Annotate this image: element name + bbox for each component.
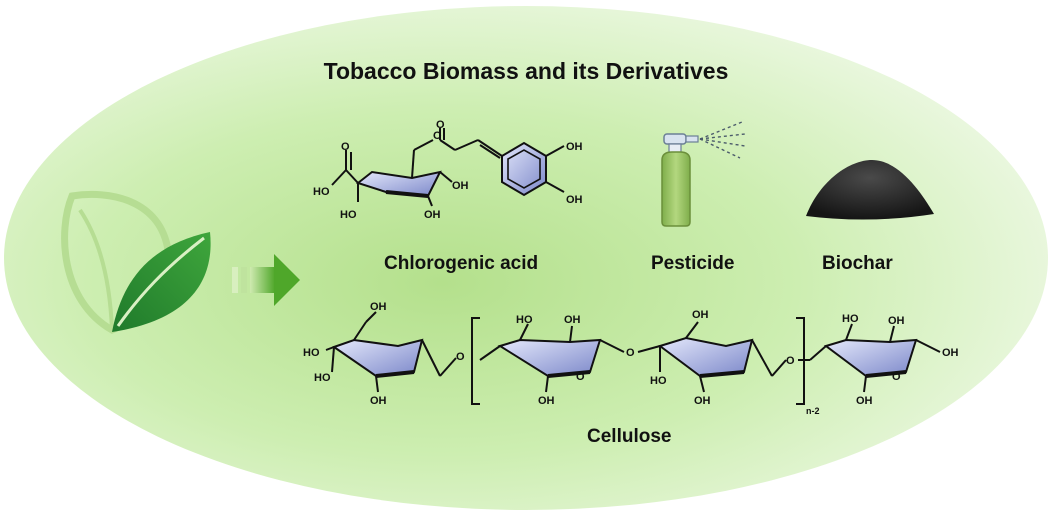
biochar-icon: [806, 160, 934, 220]
atom-label-oh: OH: [694, 395, 711, 407]
label-biochar: Biochar: [822, 253, 893, 274]
atom-label-oh: OH: [370, 301, 387, 313]
atom-label-o: O: [456, 351, 465, 363]
atom-label-o: O: [341, 141, 350, 153]
atom-label-oh: OH: [564, 314, 581, 326]
atom-label-oh: OH: [888, 315, 905, 327]
atom-label-o: O: [433, 130, 442, 142]
cellulose-structure: [325, 311, 941, 405]
atom-label-ho: HO: [842, 313, 859, 325]
atom-label-oh: OH: [452, 180, 469, 192]
atom-label-ho: HO: [516, 314, 533, 326]
atom-label-oh: OH: [424, 209, 441, 221]
atom-label-o: O: [436, 119, 445, 131]
label-chlorogenic-acid: Chlorogenic acid: [384, 253, 539, 274]
background-ellipse: [4, 6, 1048, 510]
atom-label-ho: HO: [313, 186, 330, 198]
atom-label-oh: OH: [566, 194, 583, 206]
atom-label-oh: OH: [538, 395, 555, 407]
atom-label-oh: OH: [856, 395, 873, 407]
leaf-icon: [61, 190, 211, 334]
atom-label-oh: OH: [566, 141, 583, 153]
atom-label-oh: OH: [692, 309, 709, 321]
atom-label-oh: OH: [370, 395, 387, 407]
diagram-title: Tobacco Biomass and its Derivatives: [323, 58, 729, 84]
label-cellulose: Cellulose: [587, 426, 672, 447]
atom-label-o: O: [786, 355, 795, 367]
atom-label-ho: HO: [340, 209, 357, 221]
atom-label-o: O: [576, 371, 585, 383]
atom-label-o: O: [892, 371, 901, 383]
spray-bottle-icon: [661, 121, 746, 227]
arrow-icon: [232, 254, 300, 306]
atom-label-o: O: [626, 347, 635, 359]
atom-label-ho: HO: [650, 375, 667, 387]
atom-label-ho: HO: [303, 347, 320, 359]
atom-label-oh: OH: [942, 347, 959, 359]
chlorogenic-acid-atom-labels: O HO HO O O OH OH OH OH: [313, 119, 583, 221]
cellulose-atom-labels: OH HO HO OH O HO OH O OH O OH HO OH O n-…: [303, 301, 959, 416]
chlorogenic-acid-structure: [331, 128, 565, 207]
label-pesticide: Pesticide: [651, 253, 735, 274]
atom-label-ho: HO: [314, 372, 331, 384]
atom-label-repeat: n-2: [806, 406, 820, 416]
